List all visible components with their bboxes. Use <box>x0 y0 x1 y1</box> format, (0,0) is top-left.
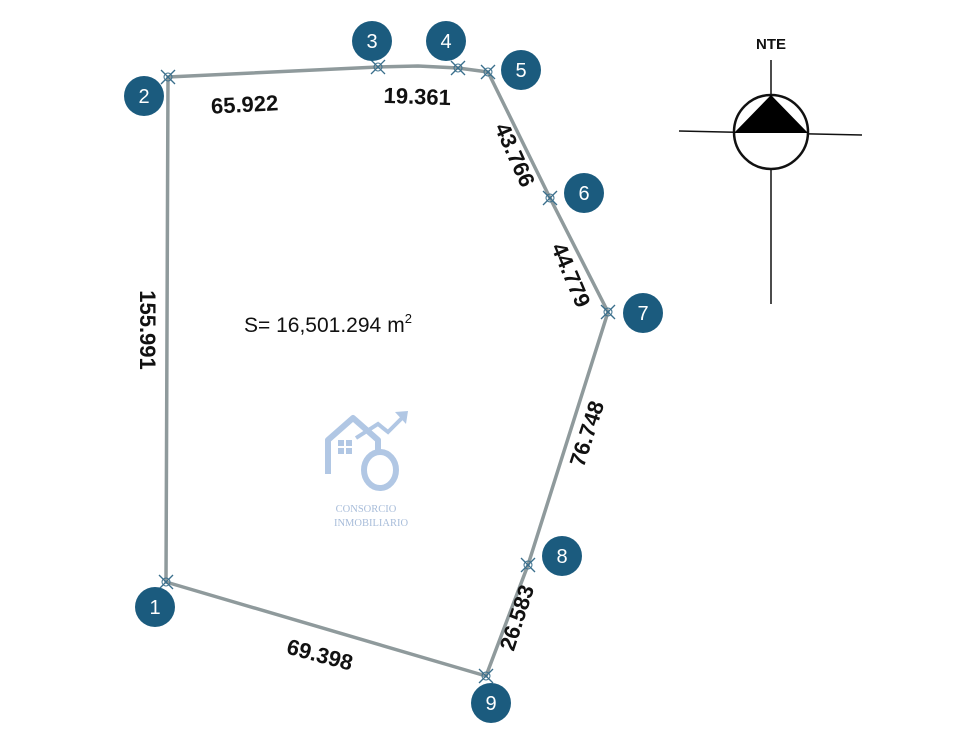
edge-label-3-5: 19.361 <box>383 83 451 110</box>
vertex-badge-3: 3 <box>352 21 392 61</box>
watermark-line2: INMOBILIARIO <box>334 518 408 529</box>
area-exponent: 2 <box>405 311 412 326</box>
vertex-marker-9 <box>478 668 494 684</box>
vertex-badge-8: 8 <box>542 536 582 576</box>
svg-text:4: 4 <box>440 31 451 53</box>
logo-o-icon <box>361 449 399 491</box>
vertex-marker-6 <box>542 190 558 206</box>
parcel-boundary <box>164 64 610 678</box>
area-value: 16,501.294 <box>276 314 381 337</box>
edge-label-9-1: 69.398 <box>284 634 355 676</box>
vertex-markers <box>158 59 616 684</box>
area-text: S= 16,501.294 m2 <box>244 311 412 337</box>
svg-text:5: 5 <box>515 60 526 82</box>
north-label: NTE <box>756 36 786 53</box>
vertex-badge-7: 7 <box>623 293 663 333</box>
north-arrow-head-icon <box>734 95 808 133</box>
svg-text:1: 1 <box>149 597 160 619</box>
vertex-badge-4: 4 <box>426 21 466 61</box>
vertex-marker-4 <box>450 60 466 76</box>
vertex-badge-5: 5 <box>501 50 541 90</box>
vertex-badge-2: 2 <box>124 76 164 116</box>
watermark-line1: CONSORCIO <box>336 504 397 515</box>
svg-text:8: 8 <box>556 546 567 568</box>
svg-text:3: 3 <box>366 31 377 53</box>
svg-text:6: 6 <box>578 183 589 205</box>
vertex-marker-1 <box>158 574 174 590</box>
edge-label-1-2: 155.991 <box>135 290 160 370</box>
vertex-badge-1: 1 <box>135 587 175 627</box>
vertex-badge-9: 9 <box>471 683 511 723</box>
north-arrow: NTE <box>678 36 863 304</box>
edge-label-8-9: 26.583 <box>495 582 540 654</box>
vertex-marker-3 <box>370 59 386 75</box>
vertex-marker-2 <box>160 69 176 85</box>
house-icon <box>325 415 381 474</box>
edge-label-2-3: 65.922 <box>210 90 279 118</box>
area-unit: m <box>387 314 405 337</box>
vertex-marker-5 <box>480 64 496 80</box>
vertex-marker-8 <box>520 557 536 573</box>
svg-text:2: 2 <box>138 86 149 108</box>
area-prefix: S= <box>244 314 276 337</box>
svg-text:9: 9 <box>485 693 496 715</box>
vertex-marker-7 <box>600 304 616 320</box>
growth-arrow-icon <box>354 414 406 440</box>
edge-label-5-6: 43.766 <box>490 119 540 191</box>
svg-text:7: 7 <box>637 303 648 325</box>
consorcio-logo: CONSORCIO INMOBILIARIO <box>325 411 408 529</box>
vertex-badge-6: 6 <box>564 173 604 213</box>
